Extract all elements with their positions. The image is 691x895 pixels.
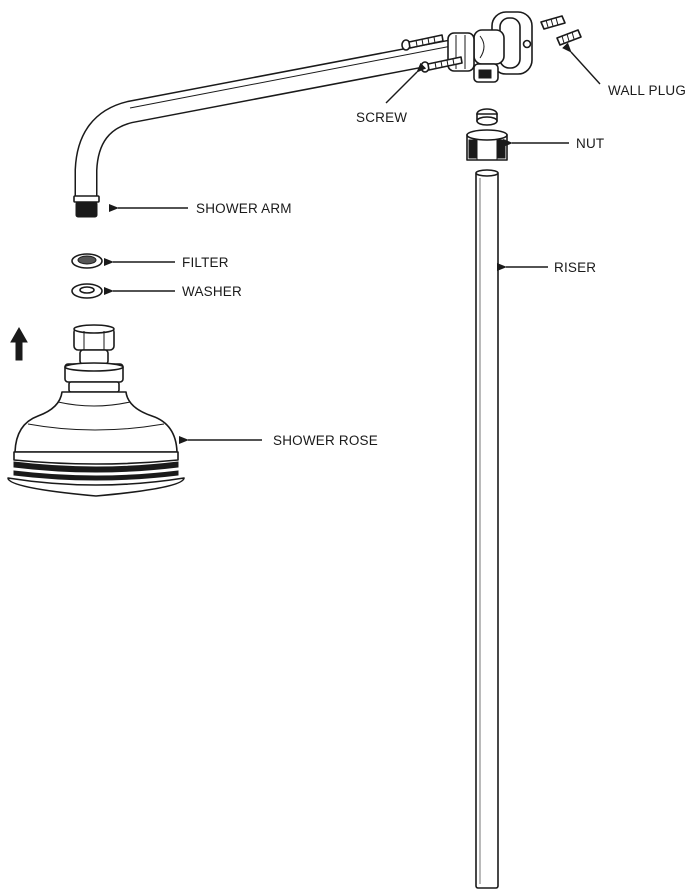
label-washer: WASHER [182,284,242,299]
filter-disc [71,253,103,269]
label-wall-plug: WALL PLUG [608,83,686,98]
leader-wall-plug [561,42,601,85]
small-washer [476,108,498,126]
shower-rose [7,324,185,497]
wall-plug-lower [556,29,582,46]
shower-arm [73,32,475,218]
nut [466,129,508,161]
up-arrow-icon [10,326,28,361]
riser-pipe [475,169,499,889]
label-riser: RISER [554,260,596,275]
label-shower-rose: SHOWER ROSE [273,433,378,448]
wall-plug-upper [540,15,566,30]
washer-ring [71,283,103,299]
label-nut: NUT [576,136,604,151]
label-filter: FILTER [182,255,229,270]
label-shower-arm: SHOWER ARM [196,201,292,216]
screw-upper [401,34,444,51]
elbow-fitting [473,29,505,83]
label-screw: SCREW [356,110,407,125]
leader-screw [385,62,427,104]
